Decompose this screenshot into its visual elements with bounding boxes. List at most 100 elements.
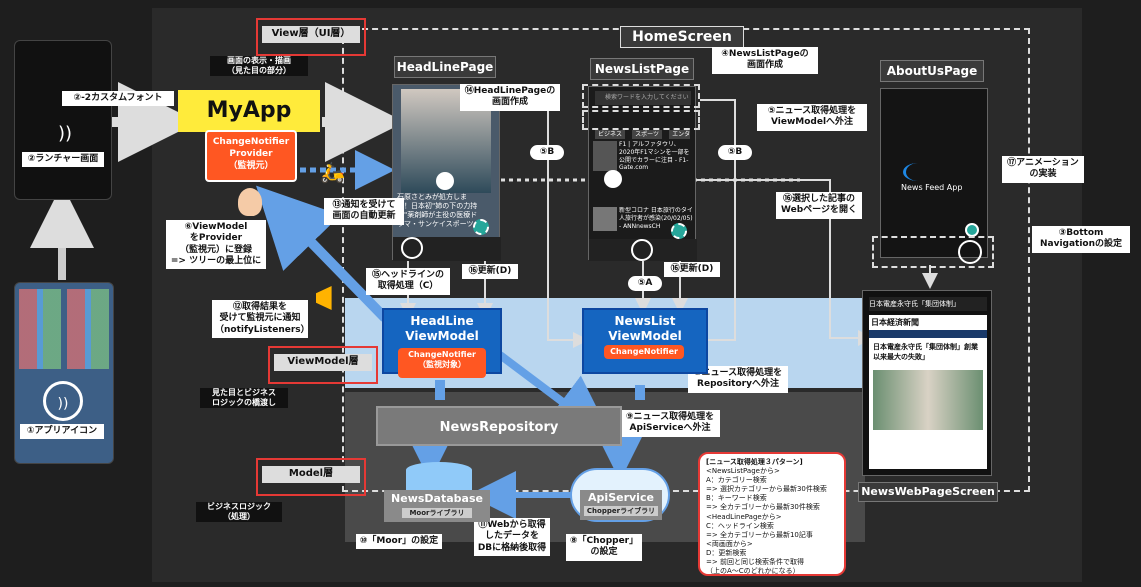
about-anim-icon[interactable]	[965, 223, 979, 237]
viewmodel-layer-label: ViewModel層	[274, 354, 372, 371]
megaphone-icon	[316, 286, 332, 310]
news-item[interactable]: 新型コロナ 日本旅行のタイ人旅行者が感染(20/02/05) - ANNnews…	[619, 207, 693, 230]
note-5b-left: ⑤B	[530, 145, 564, 161]
newslist-viewmodel-title: NewsList ViewModel	[608, 314, 682, 343]
summary-line: => 前回と同じ検索条件で取得	[706, 558, 804, 567]
webpage-nav-bar	[869, 330, 987, 338]
note-5b-right: ⑤B	[718, 145, 752, 161]
news-repository: NewsRepository	[376, 406, 622, 446]
note-16-web: ⑯選択した記事の Webページを開く	[776, 192, 862, 219]
aboutus-page-phone: News Feed App	[880, 88, 988, 258]
note-5a: ⑤A	[628, 276, 662, 292]
custom-font-label: ②-2カスタムフォント	[62, 91, 174, 107]
summary-line: <NewsListPageから>	[706, 467, 780, 476]
model-layer-desc: ビジネスロジック （処理）	[196, 502, 282, 522]
note-10: ⑩「Moor」の設定	[356, 534, 442, 550]
webpage-paper-name: 日本経済新聞	[871, 318, 919, 327]
api-service: ApiService Chopperライブラリ	[580, 490, 662, 520]
webpage-photo	[873, 370, 983, 430]
aboutus-page-title: AboutUsPage	[880, 60, 984, 82]
headline-viewmodel-badge: ChangeNotifier （監視対象）	[398, 348, 486, 378]
summary-line: => 全カテゴリーから最新10記事	[706, 530, 813, 539]
newslist-tabs-dashed	[582, 110, 700, 130]
view-layer-label: View層（UI層）	[262, 26, 360, 43]
newslist-page-title: NewsListPage	[590, 58, 694, 80]
note-15: ⑮ヘッドラインの 取得処理（C）	[366, 268, 450, 295]
summary-line: => 全カテゴリーから最新30件検索	[706, 503, 820, 512]
newslist-viewmodel: NewsList ViewModel	[582, 308, 708, 374]
headline-page-title: HeadLinePage	[394, 56, 496, 78]
launcher-phone: ))	[14, 40, 112, 200]
app-icon-highlight: ))	[43, 381, 83, 421]
webpage-headline: 日本電産永守氏「集団体制」創業以来最大の失敗」	[873, 343, 978, 361]
note-14: ⑭HeadLinePageの 画面作成	[460, 84, 560, 111]
summary-box: [ニュース取得処理３パターン] <NewsListPageから> A：カテゴリー…	[698, 452, 846, 576]
newslist-refresh-icon[interactable]	[671, 223, 687, 239]
webpage-content: 日本経済新聞 日本電産永守氏「集団体制」創業以来最大の失敗」	[869, 315, 987, 469]
summary-title: [ニュース取得処理３パターン]	[706, 458, 803, 466]
about-nav-highlight	[958, 240, 982, 264]
note-9: ⑨ニュース取得処理を ApiServiceへ外注	[620, 410, 720, 437]
about-app-name: News Feed App	[901, 183, 963, 192]
webpage-header: 日本電産永守氏「集団体制」	[869, 297, 987, 311]
headline-nav-highlight[interactable]	[401, 237, 423, 259]
category-tab[interactable]: ビジネス	[595, 130, 626, 139]
summary-line: <両画面から>	[706, 539, 753, 548]
model-layer-label: Model層	[262, 466, 360, 483]
note-6: ⑥ViewModel をProvider （監視元）に登録 => ツリーの最上位…	[166, 220, 266, 269]
note-8: ⑧「Chopper」 の設定	[566, 534, 642, 561]
model-layer-frame	[256, 458, 366, 496]
news-thumb	[593, 141, 617, 171]
note-16-right: ⑯更新(D)	[664, 262, 720, 278]
bottom-nav-dashed	[872, 236, 994, 268]
note-12: ⑫取得結果を 受けて監視元に通知 （notifyListeners）	[212, 300, 310, 338]
myapp-block: MyApp	[178, 90, 320, 132]
launcher-label: ②ランチャー画面	[22, 152, 104, 168]
headline-touch-point	[436, 172, 454, 190]
summary-line: => 選択カテゴリーから最新30件検索	[706, 485, 827, 494]
view-layer-desc: 画面の表示・描画 （見た目の部分）	[210, 56, 308, 76]
summary-line: A：カテゴリー検索	[706, 476, 767, 485]
newslist-nav-highlight[interactable]	[631, 239, 653, 261]
about-logo	[903, 163, 933, 181]
webpage-phone: 日本電産永守氏「集団体制」 日本経済新聞 日本電産永守氏「集団体制」創業以来最大…	[862, 290, 992, 476]
provider-badge: ChangeNotifier Provider （監視元）	[205, 130, 297, 182]
delivery-scooter-icon: 🛵	[320, 160, 345, 184]
summary-line: （上のA～Cのどれかになる）	[706, 567, 800, 576]
headline-refresh-icon[interactable]	[473, 219, 489, 235]
news-database: NewsDatabase Moorライブラリ	[384, 490, 490, 522]
headline-viewmodel-title: HeadLine ViewModel	[405, 314, 479, 343]
webpage-screen-title: NewsWebPageScreen	[858, 482, 998, 502]
note-3: ③Bottom Navigationの設定	[1032, 226, 1130, 253]
viewmodel-layer-frame	[268, 346, 378, 384]
api-service-title: ApiService	[588, 491, 654, 504]
summary-line: <HeadLinePageから>	[706, 512, 782, 521]
note-5: ⑤ニュース取得処理を ViewModelへ外注	[757, 104, 867, 131]
summary-line: B：キーワード検索	[706, 494, 767, 503]
headline-caption: 石原さとみが処方しま す！日本初"姉の下の力持 ち"薬剤師が主役の医療ド ラマ・…	[397, 193, 478, 229]
news-database-sub: Moorライブラリ	[402, 508, 472, 518]
news-item[interactable]: F1 | アルファタウリ、2020年F1マシンを一部を公開でカラーに注目 - F…	[619, 141, 690, 172]
newslist-viewmodel-badge: ChangeNotifier	[604, 345, 684, 359]
viewmodel-layer-desc: 見た目とビジネス ロジックの橋渡し	[200, 388, 288, 408]
view-layer-frame	[256, 18, 366, 56]
note-13: ⑬通知を受けて 画面の自動更新	[324, 198, 404, 225]
summary-line: D：更新検索	[706, 548, 747, 557]
note-4: ④NewsListPageの 画面作成	[712, 47, 818, 74]
note-16-left: ⑯更新(D)	[462, 264, 518, 280]
rss-icon: ))	[57, 123, 73, 144]
homescreen-title: HomeScreen	[620, 26, 744, 48]
search-bar[interactable]: 検索ワードを入力してください	[595, 91, 691, 105]
summary-line: C：ヘッドライン検索	[706, 521, 774, 530]
newslist-touch-point	[604, 170, 622, 188]
ear-icon	[238, 188, 262, 216]
news-database-title: NewsDatabase	[391, 492, 483, 505]
newslist-search-dashed	[582, 84, 700, 108]
news-thumb	[593, 207, 617, 231]
note-11: ⑪Webから取得 したデータを DBに格納後取得	[474, 518, 550, 556]
api-service-sub: Chopperライブラリ	[584, 506, 658, 516]
note-17: ⑰アニメーション の実装	[1002, 156, 1084, 183]
app-icon-grid	[19, 289, 111, 369]
category-tab[interactable]: スポーツ	[632, 130, 662, 139]
